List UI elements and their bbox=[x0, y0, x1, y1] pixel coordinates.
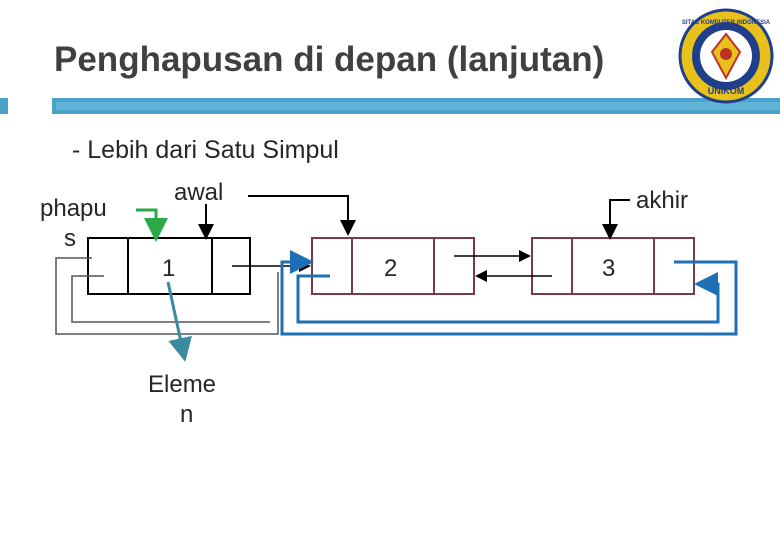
akhir-arrow bbox=[602, 199, 630, 240]
elemen-label-cont: n bbox=[180, 401, 193, 428]
title-rule-inner bbox=[56, 102, 780, 110]
elemen-arrow bbox=[166, 281, 192, 362]
awal-label: awal bbox=[174, 179, 223, 206]
phapus-label: phapu bbox=[40, 195, 107, 222]
logo-top-text: SITAS KOMPUTER INDONESIA bbox=[682, 20, 771, 26]
subtitle: - Lebih dari Satu Simpul bbox=[72, 136, 339, 164]
akhir-label: akhir bbox=[636, 187, 688, 214]
logo-bottom-text: UNIKOM bbox=[708, 86, 745, 96]
elemen-label: Eleme bbox=[148, 371, 216, 398]
node-3-value: 3 bbox=[602, 255, 615, 282]
slide-title: Penghapusan di depan (lanjutan) bbox=[54, 40, 605, 79]
phapus-arrow bbox=[136, 208, 168, 242]
node-1-value: 1 bbox=[162, 255, 175, 282]
node-3: 3 bbox=[531, 237, 695, 295]
awal-to-node2-arrow bbox=[248, 195, 356, 236]
phapus-label-cont: s bbox=[64, 225, 76, 252]
node-2: 2 bbox=[311, 237, 475, 295]
node3-next-wrap-arrow bbox=[280, 250, 738, 336]
node-2-value: 2 bbox=[384, 255, 397, 282]
node2-prev-wrap-arrow bbox=[296, 272, 720, 324]
unikom-logo: UNIKOM SITAS KOMPUTER INDONESIA bbox=[678, 8, 774, 104]
title-rule-tick bbox=[0, 98, 8, 114]
loop-inner bbox=[71, 275, 270, 323]
loop-outer bbox=[55, 257, 279, 335]
